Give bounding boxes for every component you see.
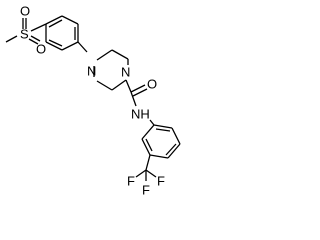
bond-ring1-b (61, 15, 79, 25)
bond-aryl-n1 (77, 41, 88, 53)
bond-s-o2-double (30, 35, 41, 42)
bond-ring1-a (45, 15, 63, 25)
bond-ring1-e (45, 41, 63, 51)
bond-ring1-d (61, 41, 79, 51)
atom-f-left: F (127, 174, 135, 189)
bond-nh-aryl2 (149, 119, 155, 126)
bond-pip-a (96, 49, 113, 61)
bond-ring2-inner-1 (155, 128, 171, 132)
atom-nh-amide: NH (131, 107, 150, 122)
atom-f-right: F (157, 174, 165, 189)
bond-c-f-left (135, 169, 147, 178)
atom-n-piperazine-aryl: N (87, 64, 96, 79)
bond-ring2-d (149, 154, 169, 159)
bond-pip-c (111, 79, 127, 91)
bond-n2-carbonyl (125, 79, 132, 93)
bond-c-nh (130, 91, 137, 107)
bond-c-o-double (132, 88, 148, 97)
bond-ring2-inner-3 (145, 138, 153, 152)
bond-ring2-cf3 (145, 154, 151, 171)
bond-ring2-inner-2 (165, 143, 177, 156)
atom-f-bottom: F (142, 183, 150, 198)
bond-ring1-inner-3 (48, 39, 63, 47)
bond-pip-b (111, 49, 129, 60)
bond-s-aryl (30, 23, 47, 32)
bond-ring2-e (141, 138, 151, 156)
atom-o-sulfonyl-bottom: O (36, 42, 46, 57)
bond-ring2-a (153, 124, 173, 129)
bond-methyl-s (5, 35, 18, 43)
bond-ring2-c (167, 143, 181, 159)
bond-c-o (130, 84, 146, 93)
bond-s-o2 (28, 38, 39, 45)
molecule-structure: O S O N N O NH F F F (5, 4, 181, 198)
bond-c-f-right (145, 169, 157, 178)
atom-o-sulfonyl-top: O (20, 4, 30, 19)
atom-o-carbonyl: O (147, 77, 157, 92)
bond-ring1-inner-1 (48, 19, 63, 28)
bond-ring2-f (141, 124, 155, 140)
bond-ring2-b (171, 127, 181, 145)
atom-s: S (20, 27, 29, 42)
bond-pip-d (96, 80, 113, 91)
atom-n-piperazine-carbonyl: N (121, 65, 130, 80)
